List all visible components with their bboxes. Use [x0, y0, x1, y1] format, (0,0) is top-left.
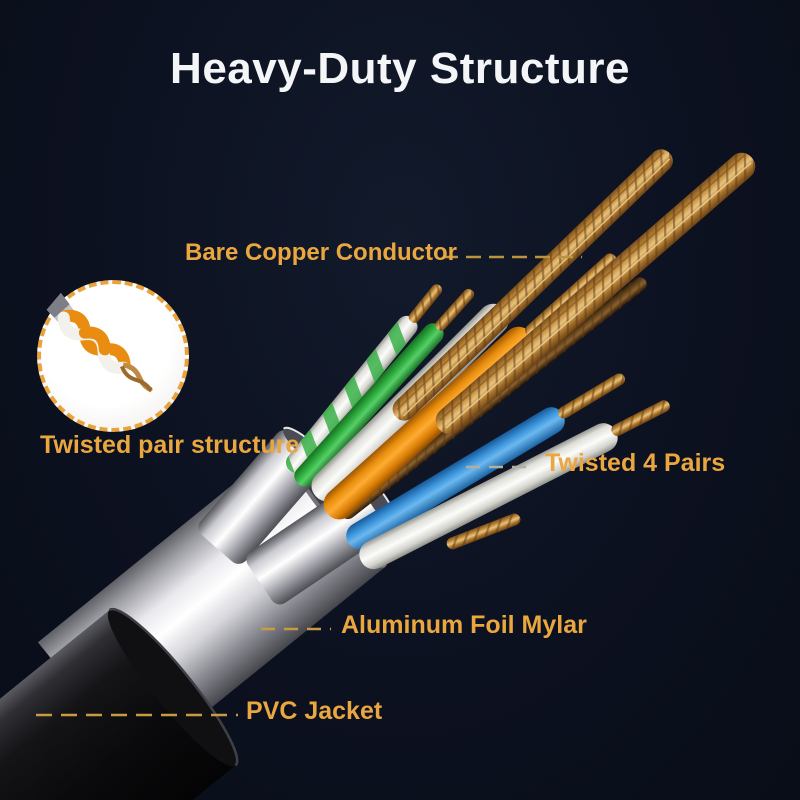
wire-blue	[346, 373, 625, 550]
leader-lines	[36, 255, 582, 717]
label-twisted-4-pairs: Twisted 4 Pairs	[545, 449, 726, 477]
foil-fragment-shadow	[46, 292, 70, 318]
label-bare-copper-conductor: Bare Copper Conductor	[185, 239, 458, 266]
twisted-pair-closeup	[46, 292, 153, 393]
inset-copper-tail	[120, 365, 153, 392]
wire-green	[294, 288, 475, 487]
label-aluminum-foil-mylar: Aluminum Foil Mylar	[341, 611, 587, 639]
bare-copper-sprig	[446, 513, 521, 550]
label-pvc-jacket: PVC Jacket	[246, 697, 383, 725]
wire-white	[359, 400, 670, 570]
pvc-jacket-layer	[0, 607, 239, 800]
page-title: Heavy-Duty Structure	[170, 44, 630, 93]
twisted-pair-inset-circle	[37, 280, 189, 432]
inset-wire-orange-over	[78, 326, 111, 356]
cable-assembly	[0, 149, 756, 800]
label-twisted-pair-structure: Twisted pair structure	[40, 431, 300, 459]
wire-white-green-striped	[286, 284, 443, 474]
bare-copper-bundle	[392, 149, 673, 421]
bare-copper-bundle	[435, 152, 756, 435]
inset-wire-orange	[59, 309, 131, 373]
